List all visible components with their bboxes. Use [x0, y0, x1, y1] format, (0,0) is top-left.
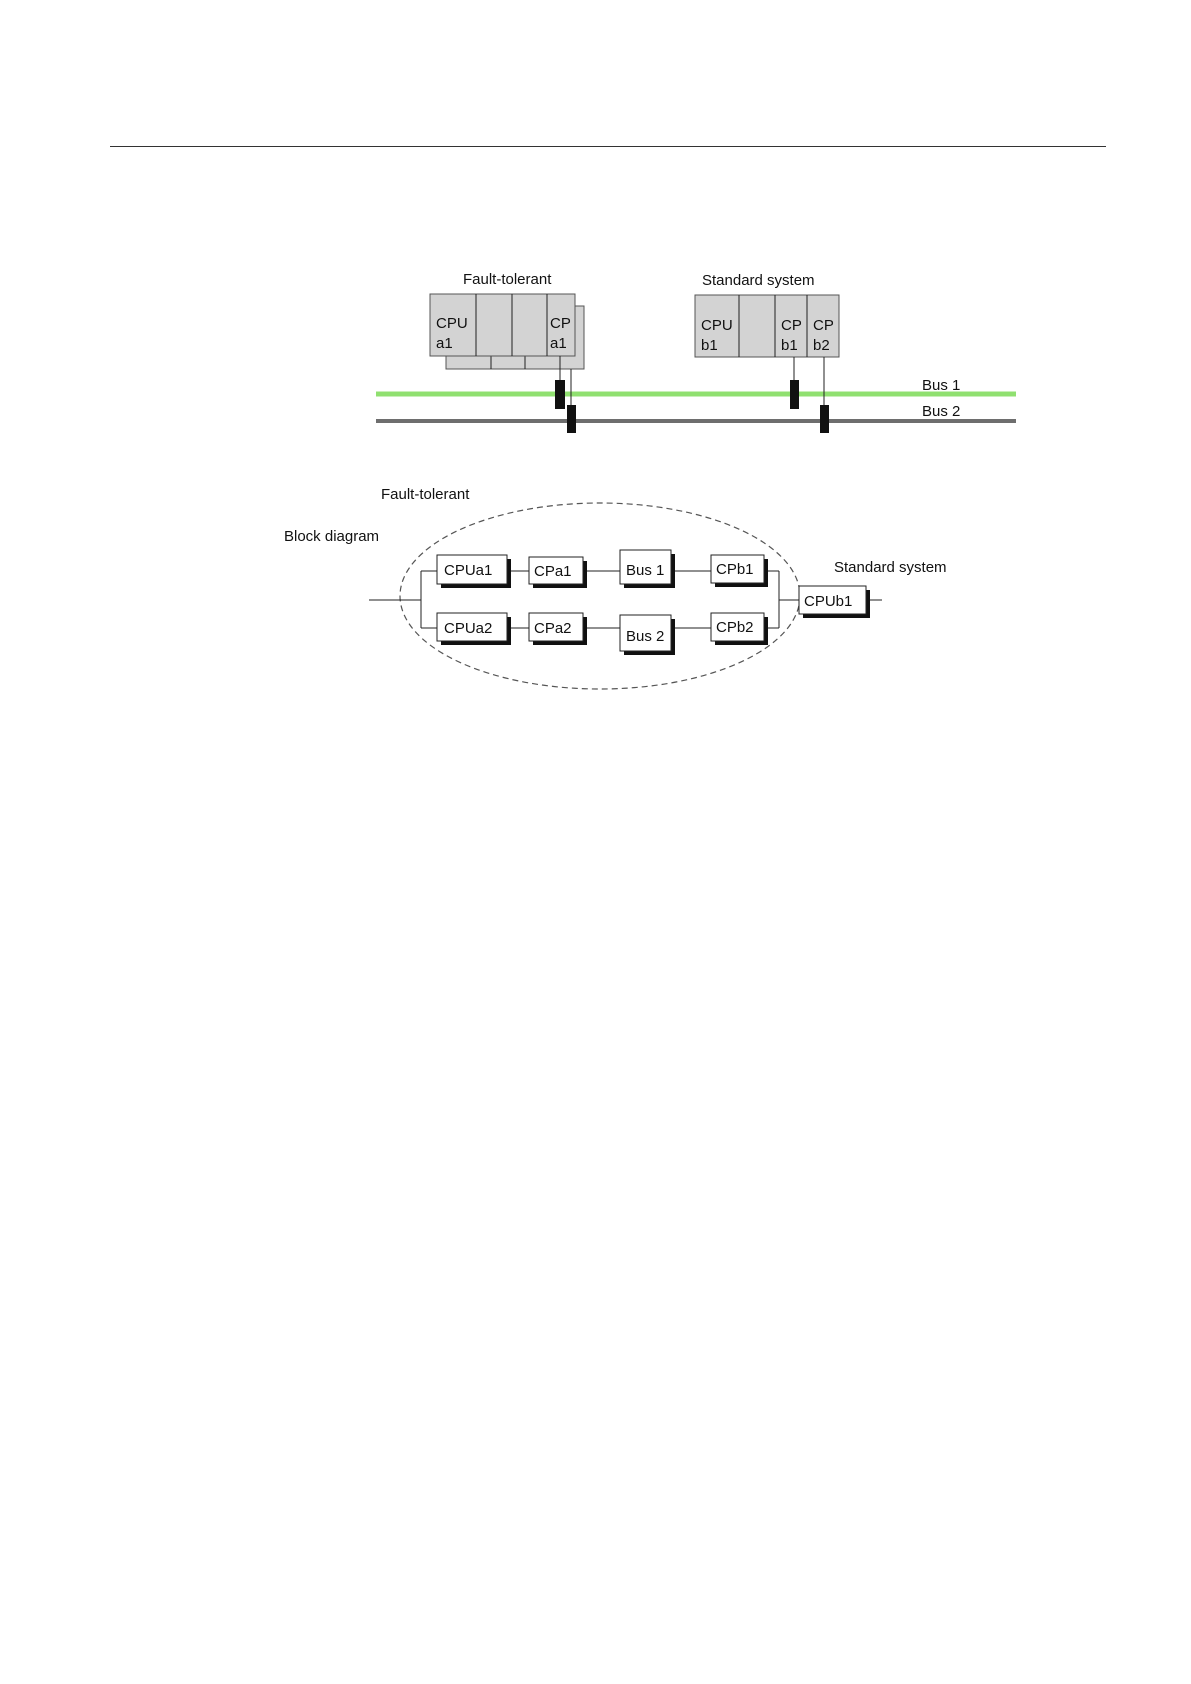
block-cpa2-label: CPa2 — [534, 620, 572, 637]
cpu-a1-line1: CPU — [436, 315, 468, 332]
block-cpub1-label: CPUb1 — [804, 593, 852, 610]
cpu-b1-line1: CPU — [701, 317, 733, 334]
cpu-b1-line2: b1 — [701, 337, 718, 354]
block-bus1: Bus 1 — [620, 550, 675, 588]
cp-a1-line1: CP — [550, 315, 571, 332]
fault-tolerant-label: Fault-tolerant — [463, 271, 552, 288]
connector-cpb1-bus1 — [790, 380, 799, 409]
block-cpa1-label: CPa1 — [534, 563, 572, 580]
bus-1-label: Bus 1 — [922, 377, 960, 394]
block-fault-tolerant-label: Fault-tolerant — [381, 486, 470, 503]
block-cpb1: CPb1 — [711, 555, 768, 587]
connector-cpb2-bus2 — [820, 405, 829, 433]
cp-b1-line1: CP — [781, 317, 802, 334]
block-cpb2: CPb2 — [711, 613, 768, 645]
standard-system-rack: CPU b1 CP b1 CP b2 — [695, 295, 839, 357]
cp-a1-line2: a1 — [550, 335, 567, 352]
block-diagram-title: Block diagram — [284, 528, 379, 545]
block-bus1-label: Bus 1 — [626, 562, 664, 579]
block-bus2: Bus 2 — [620, 615, 675, 655]
cp-b1-line2: b1 — [781, 337, 798, 354]
block-standard-system-label: Standard system — [834, 559, 947, 576]
fault-tolerant-rack-front: CPU a1 CP a1 — [430, 294, 575, 356]
standard-system-label: Standard system — [702, 272, 815, 289]
block-cpa2: CPa2 — [529, 613, 587, 645]
cp-b2-line2: b2 — [813, 337, 830, 354]
block-cpua1: CPUa1 — [437, 555, 511, 588]
block-cpub1: CPUb1 — [799, 586, 870, 618]
block-bus2-label: Bus 2 — [626, 628, 664, 645]
block-cpua2-label: CPUa2 — [444, 620, 492, 637]
block-cpua2: CPUa2 — [437, 613, 511, 645]
block-cpa1: CPa1 — [529, 557, 587, 588]
block-cpua1-label: CPUa1 — [444, 562, 492, 579]
bus-2-label: Bus 2 — [922, 403, 960, 420]
cp-b2-line1: CP — [813, 317, 834, 334]
cpu-a1-line2: a1 — [436, 335, 453, 352]
connector-cpa1-bus1 — [555, 380, 565, 409]
fault-tolerant-boundary — [400, 503, 800, 689]
connector-cpa1-bus2 — [567, 405, 576, 433]
block-cpb2-label: CPb2 — [716, 619, 754, 636]
block-cpb1-label: CPb1 — [716, 561, 754, 578]
